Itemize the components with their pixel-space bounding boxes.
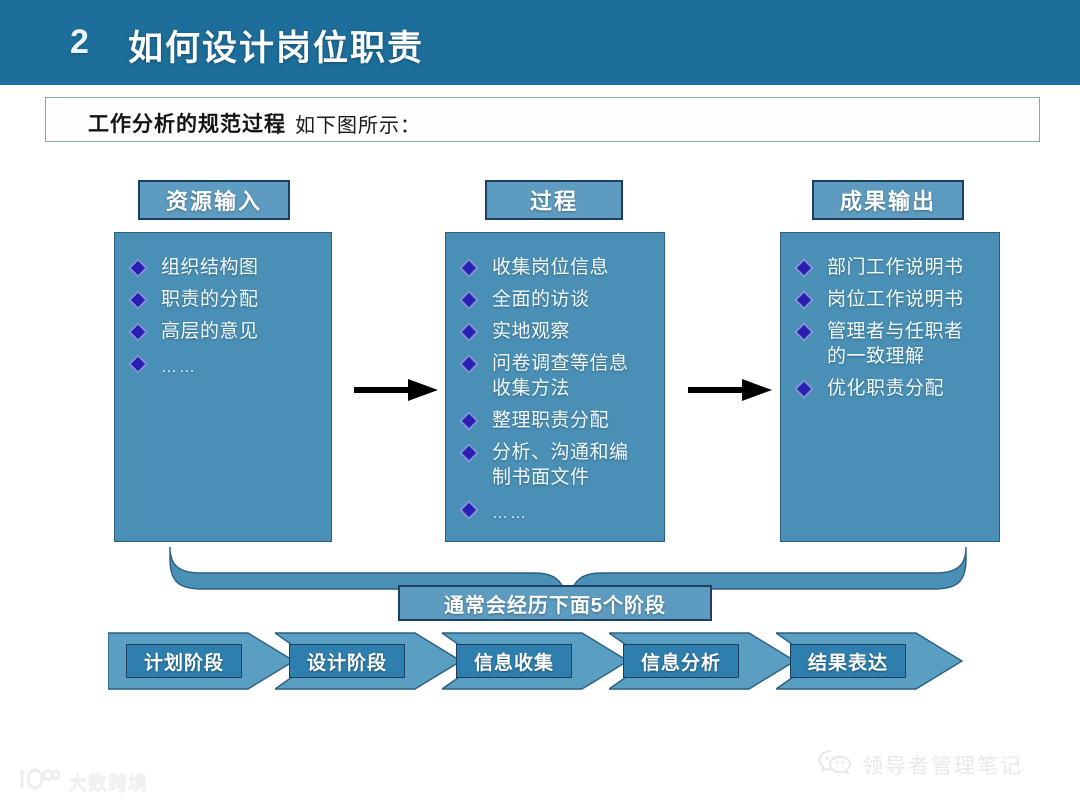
bullet-item-label: 问卷调查等信息 收集方法 [492,353,629,399]
subtitle-emphasis: 工作分析的规范过程 [88,113,286,136]
bullet-item: 高层的意见 [115,319,331,344]
right-arrow-icon [686,377,774,403]
bullet-item-label: 管理者与任职者 的一致理解 [827,321,964,367]
section-number: 2 [70,23,89,61]
bullet-item-label: 部门工作说明书 [827,257,964,278]
bullet-item-label: 分析、沟通和编 制书面文件 [492,442,629,488]
bullet-item-label: 组织结构图 [161,257,259,278]
diamond-bullet-icon [796,292,812,308]
subtitle-banner: 工作分析的规范过程 ，如下图所示： [45,97,1040,142]
bullet-item: 问卷调查等信息 收集方法 [446,351,664,401]
watermark-right: 领导者管理笔记 [818,748,1023,781]
stages-banner: 通常会经历下面5个阶段 [398,585,712,621]
bullet-item: 实地观察 [446,319,664,344]
diamond-bullet-icon [461,502,477,518]
stage-chevron-3[interactable]: 信息收集 [442,631,632,691]
diamond-bullet-icon [461,445,477,461]
stage-label: 计划阶段 [126,644,242,678]
bullet-item-label: …… [492,505,528,522]
bullet-item: 全面的访谈 [446,287,664,312]
diamond-bullet-icon [796,381,812,397]
bullet-item: 管理者与任职者 的一致理解 [781,319,999,369]
bullet-item-label: 实地观察 [492,321,571,342]
bullet-item: 整理职责分配 [446,408,664,433]
column-body-output: 部门工作说明书岗位工作说明书管理者与任职者 的一致理解优化职责分配 [780,232,1000,542]
column-header-process: 过程 [485,180,623,220]
bullet-item-label: 整理职责分配 [492,410,610,431]
watermark-left: 大数跨境 [18,766,148,797]
bullet-item: 分析、沟通和编 制书面文件 [446,440,664,490]
diamond-bullet-icon [130,292,146,308]
stage-label: 结果表达 [790,644,906,678]
diamond-bullet-icon [461,292,477,308]
slide-header-bar: 2 如何设计岗位职责 [0,0,1080,85]
stage-chevron-1[interactable]: 计划阶段 [108,631,298,691]
column-body-resource-input: 组织结构图职责的分配高层的意见 …… [114,232,332,542]
right-arrow-icon [352,377,440,403]
diamond-bullet-icon [461,260,477,276]
column-header-output: 成果输出 [812,180,964,220]
bullet-item-label: 收集岗位信息 [492,257,610,278]
bullet-item: 收集岗位信息 [446,255,664,280]
column-header-resource-input: 资源输入 [138,180,290,220]
stage-chevron-4[interactable]: 信息分析 [609,631,799,691]
bullet-item-label: 全面的访谈 [492,289,590,310]
bullet-item-label: 岗位工作说明书 [827,289,964,310]
stage-chevron-5[interactable]: 结果表达 [776,631,966,691]
diamond-bullet-icon [461,356,477,372]
stage-label: 设计阶段 [289,644,405,678]
diamond-bullet-icon [130,260,146,276]
diamond-bullet-icon [130,356,146,372]
wechat-icon [818,748,852,781]
dashujingkuajing-logo-icon [18,766,61,797]
stage-label: 信息收集 [456,644,572,678]
bullet-item-label: 高层的意见 [161,321,259,342]
stage-label: 信息分析 [623,644,739,678]
subtitle-remainder: ，如下图所示： [274,115,421,137]
bullet-item: 岗位工作说明书 [781,287,999,312]
bullet-item: 职责的分配 [115,287,331,312]
diamond-bullet-icon [461,324,477,340]
bullet-item: 组织结构图 [115,255,331,280]
bullet-item-label: …… [161,359,197,376]
bullet-item: 部门工作说明书 [781,255,999,280]
bullet-item-label: 职责的分配 [161,289,259,310]
diamond-bullet-icon [796,324,812,340]
page-title: 如何设计岗位职责 [128,29,425,68]
watermark-left-text: 大数跨境 [68,773,149,794]
stage-chevron-2[interactable]: 设计阶段 [275,631,465,691]
bullet-item: …… [446,497,664,526]
diamond-bullet-icon [796,260,812,276]
diamond-bullet-icon [461,413,477,429]
bullet-item-label: 优化职责分配 [827,378,945,399]
diamond-bullet-icon [130,324,146,340]
column-body-process: 收集岗位信息全面的访谈实地观察问卷调查等信息 收集方法整理职责分配分析、沟通和编… [445,232,665,542]
bullet-item: 优化职责分配 [781,376,999,401]
watermark-right-text: 领导者管理笔记 [862,754,1023,778]
bullet-item: …… [115,351,331,380]
